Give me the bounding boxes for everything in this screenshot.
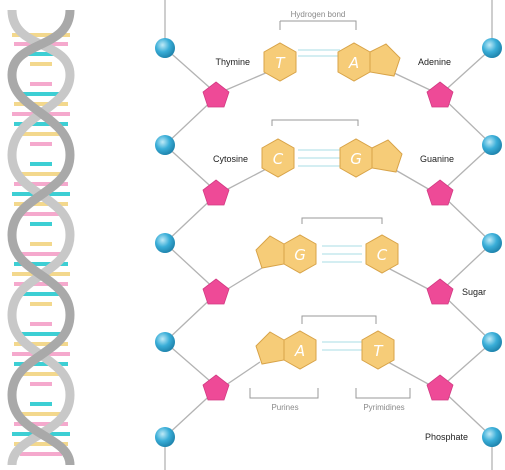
base-letter-c: C [273,150,284,168]
hydrogen-bond-label: Hydrogen bond [291,10,346,19]
base-pair-4: A T [255,330,395,370]
sugar-pentagon [202,374,230,401]
guanine-ring-hexagon-2 [283,234,317,274]
bond-brackets [271,119,383,324]
thymine-ring [263,42,297,82]
adenine-ring-hexagon-2 [283,330,317,370]
sugar-pentagon [426,278,454,305]
thymine-label: Thymine [215,57,250,67]
phosphate-sphere [155,332,175,352]
phosphate-sphere [482,233,502,253]
base-pair-2: C G [261,138,403,178]
adenine-ring-pentagon [369,43,401,77]
phosphate-sphere [155,233,175,253]
base-letter-t-2: T [373,342,384,360]
phosphate-sphere [482,332,502,352]
base-letter-c-2: C [377,246,388,264]
base-letter-t: T [275,54,286,72]
base-letter-a-2: A [294,342,305,360]
base-pair-3: G C [255,234,399,274]
sugar-pentagon [202,179,230,206]
phosphate-sphere [482,135,502,155]
sugar-label: Sugar [462,287,486,297]
thymine-ring-2 [361,330,395,370]
sugars [202,81,454,401]
base-letter-a: A [348,54,359,72]
phosphate-sphere [155,135,175,155]
phosphate-label: Phosphate [425,432,468,442]
pyrimidines-label: Pyrimidines [363,403,404,412]
cytosine-ring-2 [365,234,399,274]
base-letter-g: G [350,150,362,168]
double-helix-illustration [7,9,75,466]
adenine-label: Adenine [418,57,451,67]
purines-label: Purines [271,403,298,412]
sugar-pentagon [426,374,454,401]
base-pair-1: T A [263,42,401,82]
guanine-ring-pentagon-2 [255,235,285,269]
sugar-pentagon [202,81,230,108]
phosphates [155,38,502,447]
phosphate-sphere [482,38,502,58]
helix-strand-a [7,9,75,466]
phosphate-sphere [155,427,175,447]
guanine-ring-pentagon [371,139,403,173]
guanine-label: Guanine [420,154,454,164]
sugar-pentagon [202,278,230,305]
adenine-ring-pentagon-2 [255,331,285,365]
group-brackets [249,388,411,399]
hydrogen-bond-pointer [279,20,357,30]
cytosine-ring [261,138,295,178]
base-letter-g-2: G [294,246,306,264]
sugar-pentagon [426,81,454,108]
helix-strand-b [7,9,75,466]
phosphate-sphere [155,38,175,58]
cytosine-label: Cytosine [213,154,248,164]
hydrogen-bonds [298,49,362,351]
sugar-pentagon [426,179,454,206]
sugar-base-connectors [225,71,431,386]
phosphate-sphere [482,427,502,447]
